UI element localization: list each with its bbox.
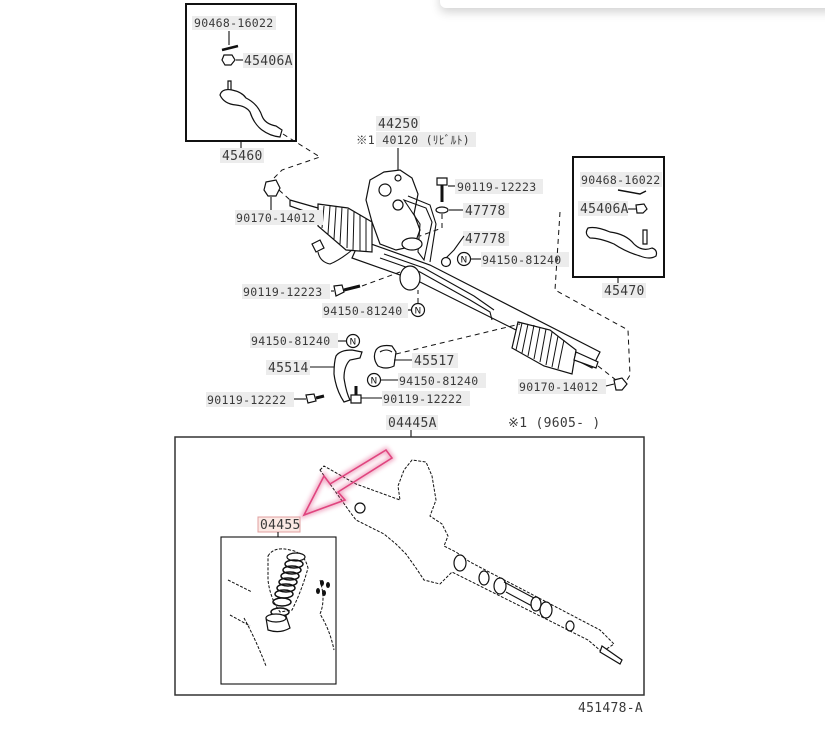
right-tie-rod-end-part[interactable] xyxy=(585,226,658,259)
label-bolt-bracket-right[interactable]: 90119-12222 xyxy=(383,392,462,406)
castle-nut-icon xyxy=(221,54,236,66)
svg-text:N: N xyxy=(350,338,357,348)
label-left-lock-nut[interactable]: 90170-14012 xyxy=(236,211,315,225)
label-cushion[interactable]: 45517 xyxy=(414,354,455,369)
cotter-pin-icon xyxy=(221,44,239,52)
n-nut-icon xyxy=(345,333,361,349)
upper-fasteners: 90119-12223 47778 47778 N 94150-81240 xyxy=(419,177,569,268)
bracket-fasteners: 94150-81240 N 45514 45517 N 94150-81240 … xyxy=(206,323,628,407)
applicability-note: ※1 (9605- ) xyxy=(508,416,600,431)
label-gear-assy[interactable]: 44250 xyxy=(378,117,419,132)
right-boot xyxy=(511,321,599,375)
gasket-kit-highlight xyxy=(257,516,301,533)
label-gasket-kit[interactable]: 04455 xyxy=(260,518,301,533)
svg-text:N: N xyxy=(371,377,378,387)
washer-icon xyxy=(440,256,452,268)
lock-nut-icon xyxy=(263,179,281,197)
overhaul-kit-box: 04455 xyxy=(174,436,645,696)
steering-rack-assembly[interactable] xyxy=(289,169,601,375)
bolt-head-icon xyxy=(333,284,345,297)
bracket-part[interactable] xyxy=(333,349,363,403)
bolt-head-icon xyxy=(350,394,362,404)
label-bolt-upper[interactable]: 90119-12223 xyxy=(457,180,536,194)
label-gear-assy-rebuilt[interactable]: ※1 40120 (ﾘﾋﾞﾙﾄ) xyxy=(356,133,470,147)
n-nut-icon xyxy=(410,302,426,318)
label-right-tie-rod-end[interactable]: 45470 xyxy=(604,284,645,299)
lock-nut-icon xyxy=(613,377,628,391)
label-bolt-mount-left[interactable]: 90119-12223 xyxy=(243,285,322,299)
seal-rings xyxy=(270,559,304,617)
n-nut-icon xyxy=(366,372,382,388)
label-washer-upper[interactable]: 47778 xyxy=(465,204,506,219)
label-bolt-bracket-left[interactable]: 90119-12222 xyxy=(207,393,286,407)
overlay-panel-shadow xyxy=(440,0,825,8)
left-tie-rod-end-group: 90468-16022 45406A 45460 xyxy=(185,3,322,181)
label-right-clip[interactable]: 90468-16022 xyxy=(581,173,660,187)
label-nut-bracket-top[interactable]: 94150-81240 xyxy=(251,334,330,348)
left-tie-rod-end-part[interactable] xyxy=(219,88,283,138)
left-lower-fasteners: 90170-14012 90119-12223 94150-81240 N xyxy=(235,179,426,318)
bolt-head-icon xyxy=(436,177,448,186)
label-left-tie-rod-end[interactable]: 45460 xyxy=(222,149,263,164)
label-left-nut[interactable]: 45406A xyxy=(244,54,293,69)
label-washer-lower[interactable]: 47778 xyxy=(465,232,506,247)
left-boot xyxy=(289,199,373,253)
right-tie-rod-end-group: 90468-16022 45406A 45470 xyxy=(554,156,665,386)
label-nut-right-n[interactable]: 94150-81240 xyxy=(482,253,561,267)
highlight-arrow xyxy=(298,446,396,520)
n-nut-icon xyxy=(456,251,472,267)
label-right-nut[interactable]: 45406A xyxy=(580,202,629,217)
bolt-head-icon xyxy=(305,393,317,404)
label-right-lock-nut[interactable]: 90170-14012 xyxy=(519,380,598,394)
label-left-clip[interactable]: 90468-16022 xyxy=(194,16,273,30)
cushion-part[interactable] xyxy=(373,344,397,369)
gear-assy-labels: 44250 ※1 40120 (ﾘﾋﾞﾙﾄ) xyxy=(356,116,476,176)
label-overhaul-kit[interactable]: 04445A xyxy=(388,416,437,431)
svg-text:N: N xyxy=(415,307,422,317)
cotter-pin-icon xyxy=(617,189,647,195)
label-bracket[interactable]: 45514 xyxy=(268,361,309,376)
label-nut-mount-center[interactable]: 94150-81240 xyxy=(323,304,402,318)
svg-text:N: N xyxy=(461,256,468,266)
figure-id: 451478-A xyxy=(578,701,643,716)
washer-icon xyxy=(435,206,449,214)
label-nut-bracket-low[interactable]: 94150-81240 xyxy=(399,374,478,388)
castle-nut-icon xyxy=(635,203,648,214)
